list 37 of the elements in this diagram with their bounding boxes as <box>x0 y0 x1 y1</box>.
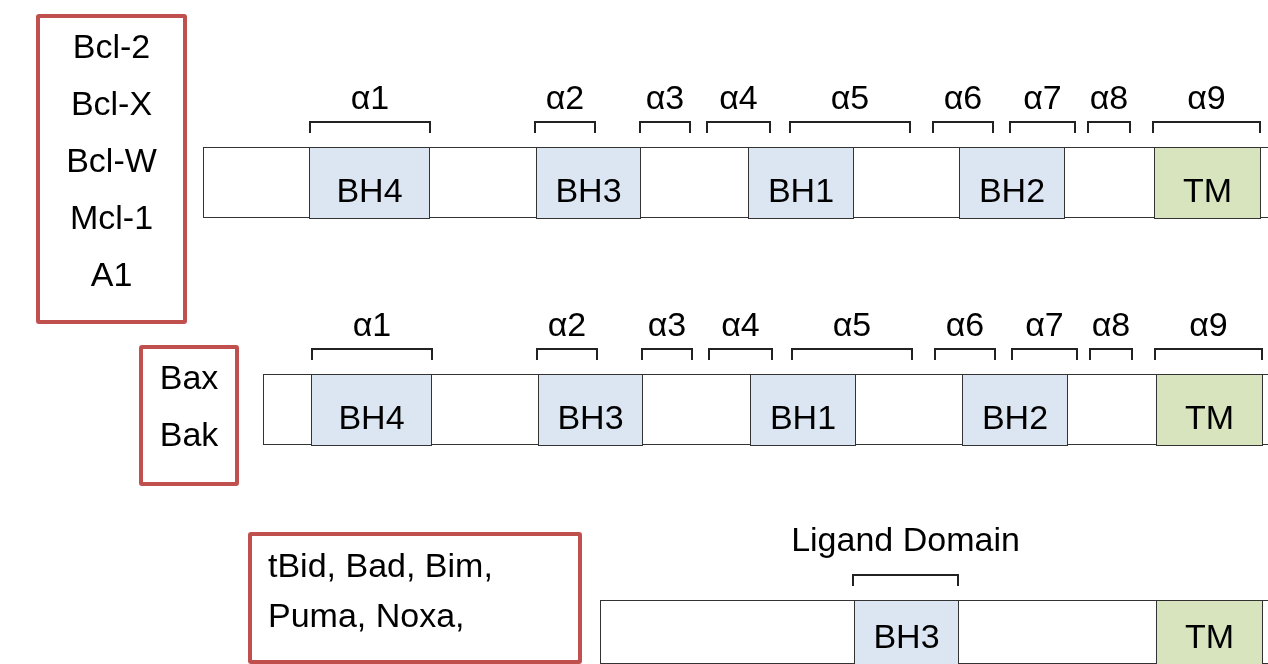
helix-label: α9 <box>1189 305 1228 344</box>
helix-label: α8 <box>1089 78 1129 117</box>
region-label: Ligand Domain <box>791 520 1020 559</box>
helix-label: α6 <box>943 78 983 117</box>
bh-domain: BH3 <box>536 147 641 219</box>
protein-family-box: Bax Bak <box>139 345 239 486</box>
bh-domain: BH2 <box>959 147 1065 219</box>
protein-family-box: Bcl-2 Bcl-X Bcl-W Mcl-1 A1 <box>36 14 187 324</box>
helix-label: α5 <box>830 78 870 117</box>
helix-label: α1 <box>352 305 392 344</box>
helix-label: α4 <box>719 78 758 117</box>
bh-domain: BH1 <box>748 147 854 219</box>
helix-label: α9 <box>1187 78 1226 117</box>
bh-domain: BH3 <box>538 374 643 446</box>
helix-label: α2 <box>545 78 585 117</box>
helix-label: α8 <box>1091 305 1131 344</box>
bh-domain: BH2 <box>962 374 1068 446</box>
bh-domain: BH3 <box>854 600 959 664</box>
protein-family-box: tBid, Bad, Bim, Puma, Noxa, <box>248 532 582 664</box>
helix-label: α5 <box>832 305 872 344</box>
helix-label: α6 <box>945 305 985 344</box>
helix-label: α7 <box>1025 305 1064 344</box>
protein-bar <box>203 147 1268 218</box>
bh-domain: BH1 <box>750 374 856 446</box>
helix-label: α3 <box>647 305 687 344</box>
bh-domain: BH4 <box>309 147 430 219</box>
protein-bar <box>263 374 1268 445</box>
transmembrane-domain: TM <box>1156 374 1263 446</box>
bh-domain: BH4 <box>311 374 432 446</box>
helix-label: α3 <box>645 78 685 117</box>
helix-label: α2 <box>547 305 587 344</box>
protein-bar <box>600 600 1268 664</box>
helix-label: α4 <box>721 305 760 344</box>
helix-label: α1 <box>350 78 390 117</box>
helix-label: α7 <box>1023 78 1062 117</box>
transmembrane-domain: TM <box>1156 600 1263 664</box>
transmembrane-domain: TM <box>1154 147 1261 219</box>
